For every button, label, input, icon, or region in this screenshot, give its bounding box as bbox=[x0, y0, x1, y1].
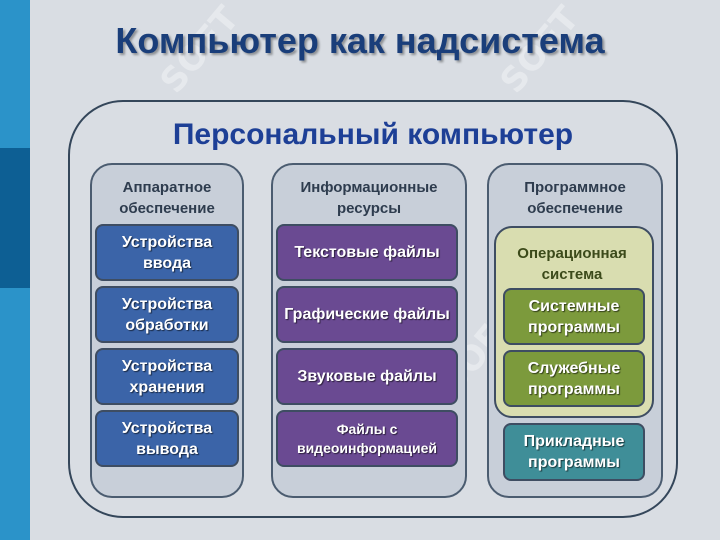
pc-container bbox=[68, 100, 678, 518]
processing-devices-box: Устройства обработки bbox=[95, 286, 239, 343]
applied-programs-box: Прикладные программы bbox=[503, 423, 645, 481]
storage-devices-box: Устройства хранения bbox=[95, 348, 239, 405]
utility-programs-box: Служебные программы bbox=[503, 350, 645, 407]
os-heading: Операционная система bbox=[517, 245, 627, 283]
hardware-heading: Аппаратное обеспечение bbox=[119, 179, 215, 217]
output-devices-box: Устройства вывода bbox=[95, 410, 239, 467]
slide-title: Компьютер как надсистема bbox=[115, 20, 605, 61]
software-heading: Программное обеспечение bbox=[524, 179, 626, 217]
text-files-box: Текстовые файлы bbox=[276, 224, 458, 281]
side-stripe-accent bbox=[0, 148, 30, 288]
pc-title: Персональный компьютер bbox=[172, 118, 574, 151]
input-devices-box: Устройства ввода bbox=[95, 224, 239, 281]
audio-files-box: Звуковые файлы bbox=[276, 348, 458, 405]
graphic-files-box: Графические файлы bbox=[276, 286, 458, 343]
system-programs-box: Системные программы bbox=[503, 288, 645, 345]
video-files-box: Файлы с видеоинформацией bbox=[276, 410, 458, 467]
info-resources-heading: Информационные ресурсы bbox=[300, 179, 438, 217]
